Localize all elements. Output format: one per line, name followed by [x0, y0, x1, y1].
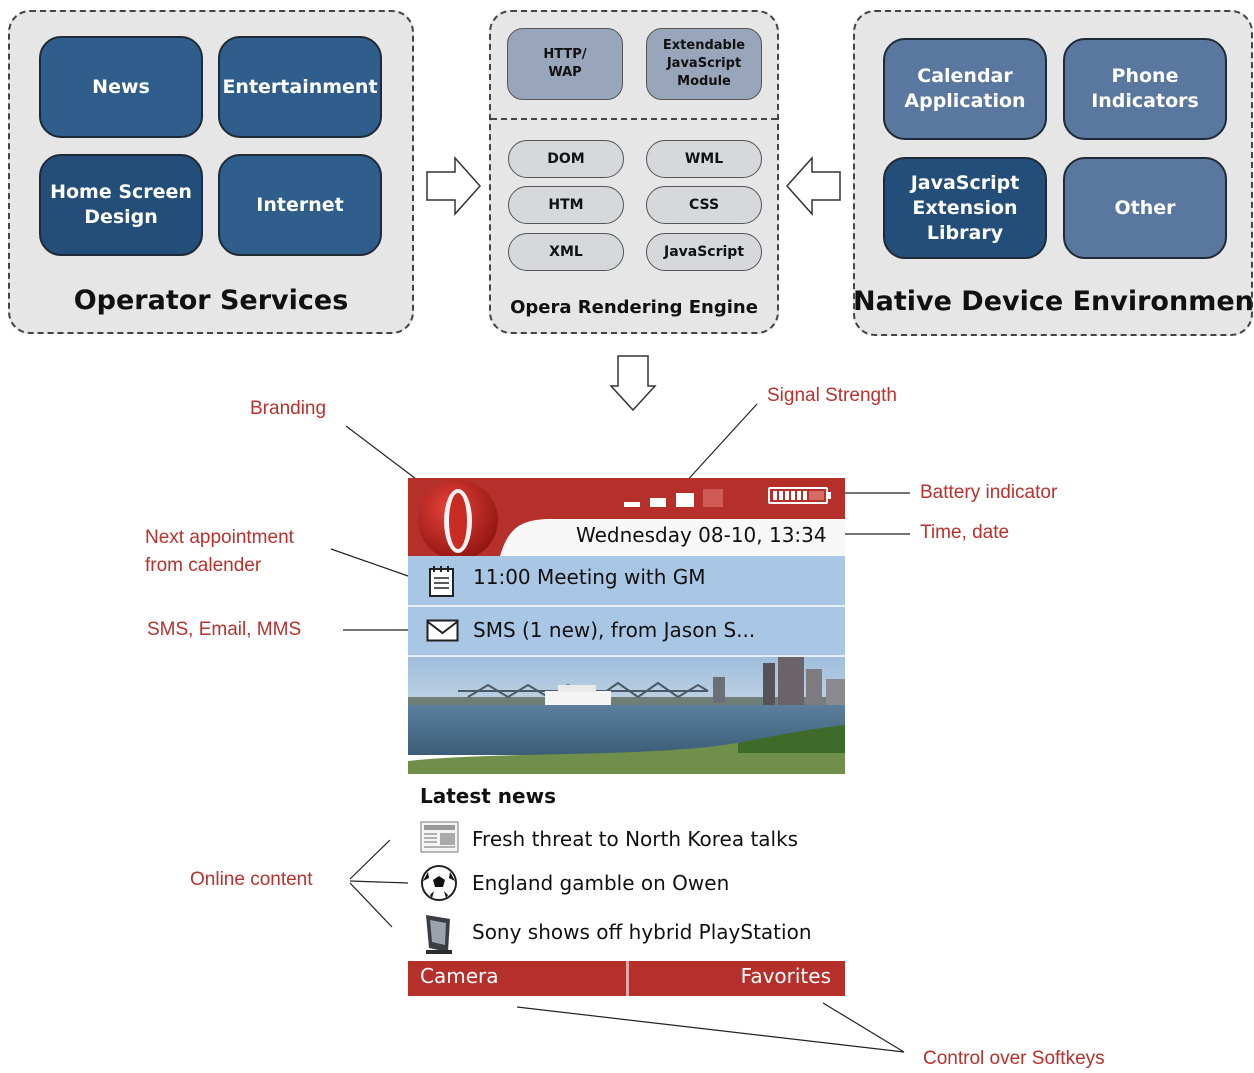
entertainment-tile: Entertainment — [218, 36, 382, 138]
right-arrow-icon — [426, 156, 482, 216]
row-divider-2 — [408, 655, 845, 657]
phone-indicators-tile: Phone Indicators — [1063, 38, 1227, 140]
phone-datetime: Wednesday 08-10, 13:34 — [576, 523, 827, 547]
internet-tile: Internet — [218, 154, 382, 256]
signal-bar-3 — [676, 493, 694, 507]
operator-services-title: Operator Services — [73, 285, 349, 316]
time-date-annotation: Time, date — [920, 522, 1010, 543]
signal-bar-1 — [624, 502, 640, 507]
opera-logo-icon — [418, 480, 498, 560]
dom-component: DOM — [508, 140, 624, 178]
css-component: CSS — [646, 186, 762, 224]
signal-bar-4 — [703, 489, 723, 507]
handheld-console-icon — [426, 915, 452, 954]
camera-softkey[interactable]: Camera — [420, 964, 499, 988]
native-device-title: Native Device Environment — [853, 286, 1254, 317]
engine-divider — [491, 118, 777, 120]
softkey-leader-right — [822, 1002, 905, 1053]
battery-icon — [768, 487, 831, 504]
other-tile: Other — [1063, 157, 1227, 259]
extendable-javascript-module: Extendable JavaScript Module — [646, 28, 762, 100]
xml-component: XML — [508, 233, 624, 271]
messages-annotation: SMS, Email, MMS — [147, 619, 302, 640]
signal-strength-annotation: Signal Strength — [767, 385, 897, 406]
message-text: SMS (1 new), from Jason S... — [473, 618, 756, 642]
online-leader-1 — [349, 839, 391, 880]
row-divider-1 — [408, 605, 845, 607]
appointment-text: 11:00 Meeting with GM — [473, 565, 706, 589]
softkey-divider — [626, 961, 629, 996]
javascript-component: JavaScript — [646, 233, 762, 271]
left-arrow-icon — [785, 156, 841, 216]
soccer-ball-icon — [421, 865, 457, 901]
wallpaper-image — [408, 657, 845, 774]
javascript-extension-library-tile: JavaScript Extension Library — [883, 157, 1047, 259]
appointment-leader — [330, 548, 409, 577]
signal-bar-2 — [650, 498, 666, 507]
wml-component: WML — [646, 140, 762, 178]
appointment-row[interactable] — [408, 556, 845, 605]
branding-annotation: Branding — [250, 398, 327, 419]
envelope-icon — [426, 619, 459, 642]
favorites-softkey[interactable]: Favorites — [740, 964, 831, 988]
news-item-1[interactable]: Fresh threat to North Korea talks — [472, 827, 799, 851]
message-row[interactable] — [408, 607, 845, 655]
down-arrow-icon — [609, 355, 657, 412]
datetime-tab-shape — [500, 519, 845, 556]
online-content-annotation: Online content — [190, 869, 313, 890]
softkey-leader-left — [516, 1006, 905, 1053]
online-leader-3 — [349, 882, 393, 928]
news-tile: News — [39, 36, 203, 138]
next-appointment-annotation: Next appointment from calender — [145, 527, 294, 576]
htm-component: HTM — [508, 186, 624, 224]
branding-leader — [345, 425, 429, 489]
signal-leader — [683, 403, 758, 485]
home-screen-design-tile: Home Screen Design — [39, 154, 203, 256]
phone-screen: Wednesday 08-10, 13:34 11:00 Meeting wit… — [408, 478, 845, 996]
calendar-application-tile: Calendar Application — [883, 38, 1047, 140]
http-wap-module: HTTP/ WAP — [507, 28, 623, 100]
newspaper-icon — [420, 821, 459, 853]
news-item-2[interactable]: England gamble on Owen — [472, 871, 730, 895]
calendar-icon — [429, 566, 454, 597]
news-heading: Latest news — [420, 784, 556, 808]
battery-annotation: Battery indicator — [920, 482, 1058, 503]
softkeys-annotation: Control over Softkeys — [923, 1048, 1105, 1069]
news-item-3[interactable]: Sony shows off hybrid PlayStation — [472, 920, 812, 944]
rendering-engine-title: Opera Rendering Engine — [510, 297, 758, 318]
online-leader-2 — [349, 880, 409, 884]
